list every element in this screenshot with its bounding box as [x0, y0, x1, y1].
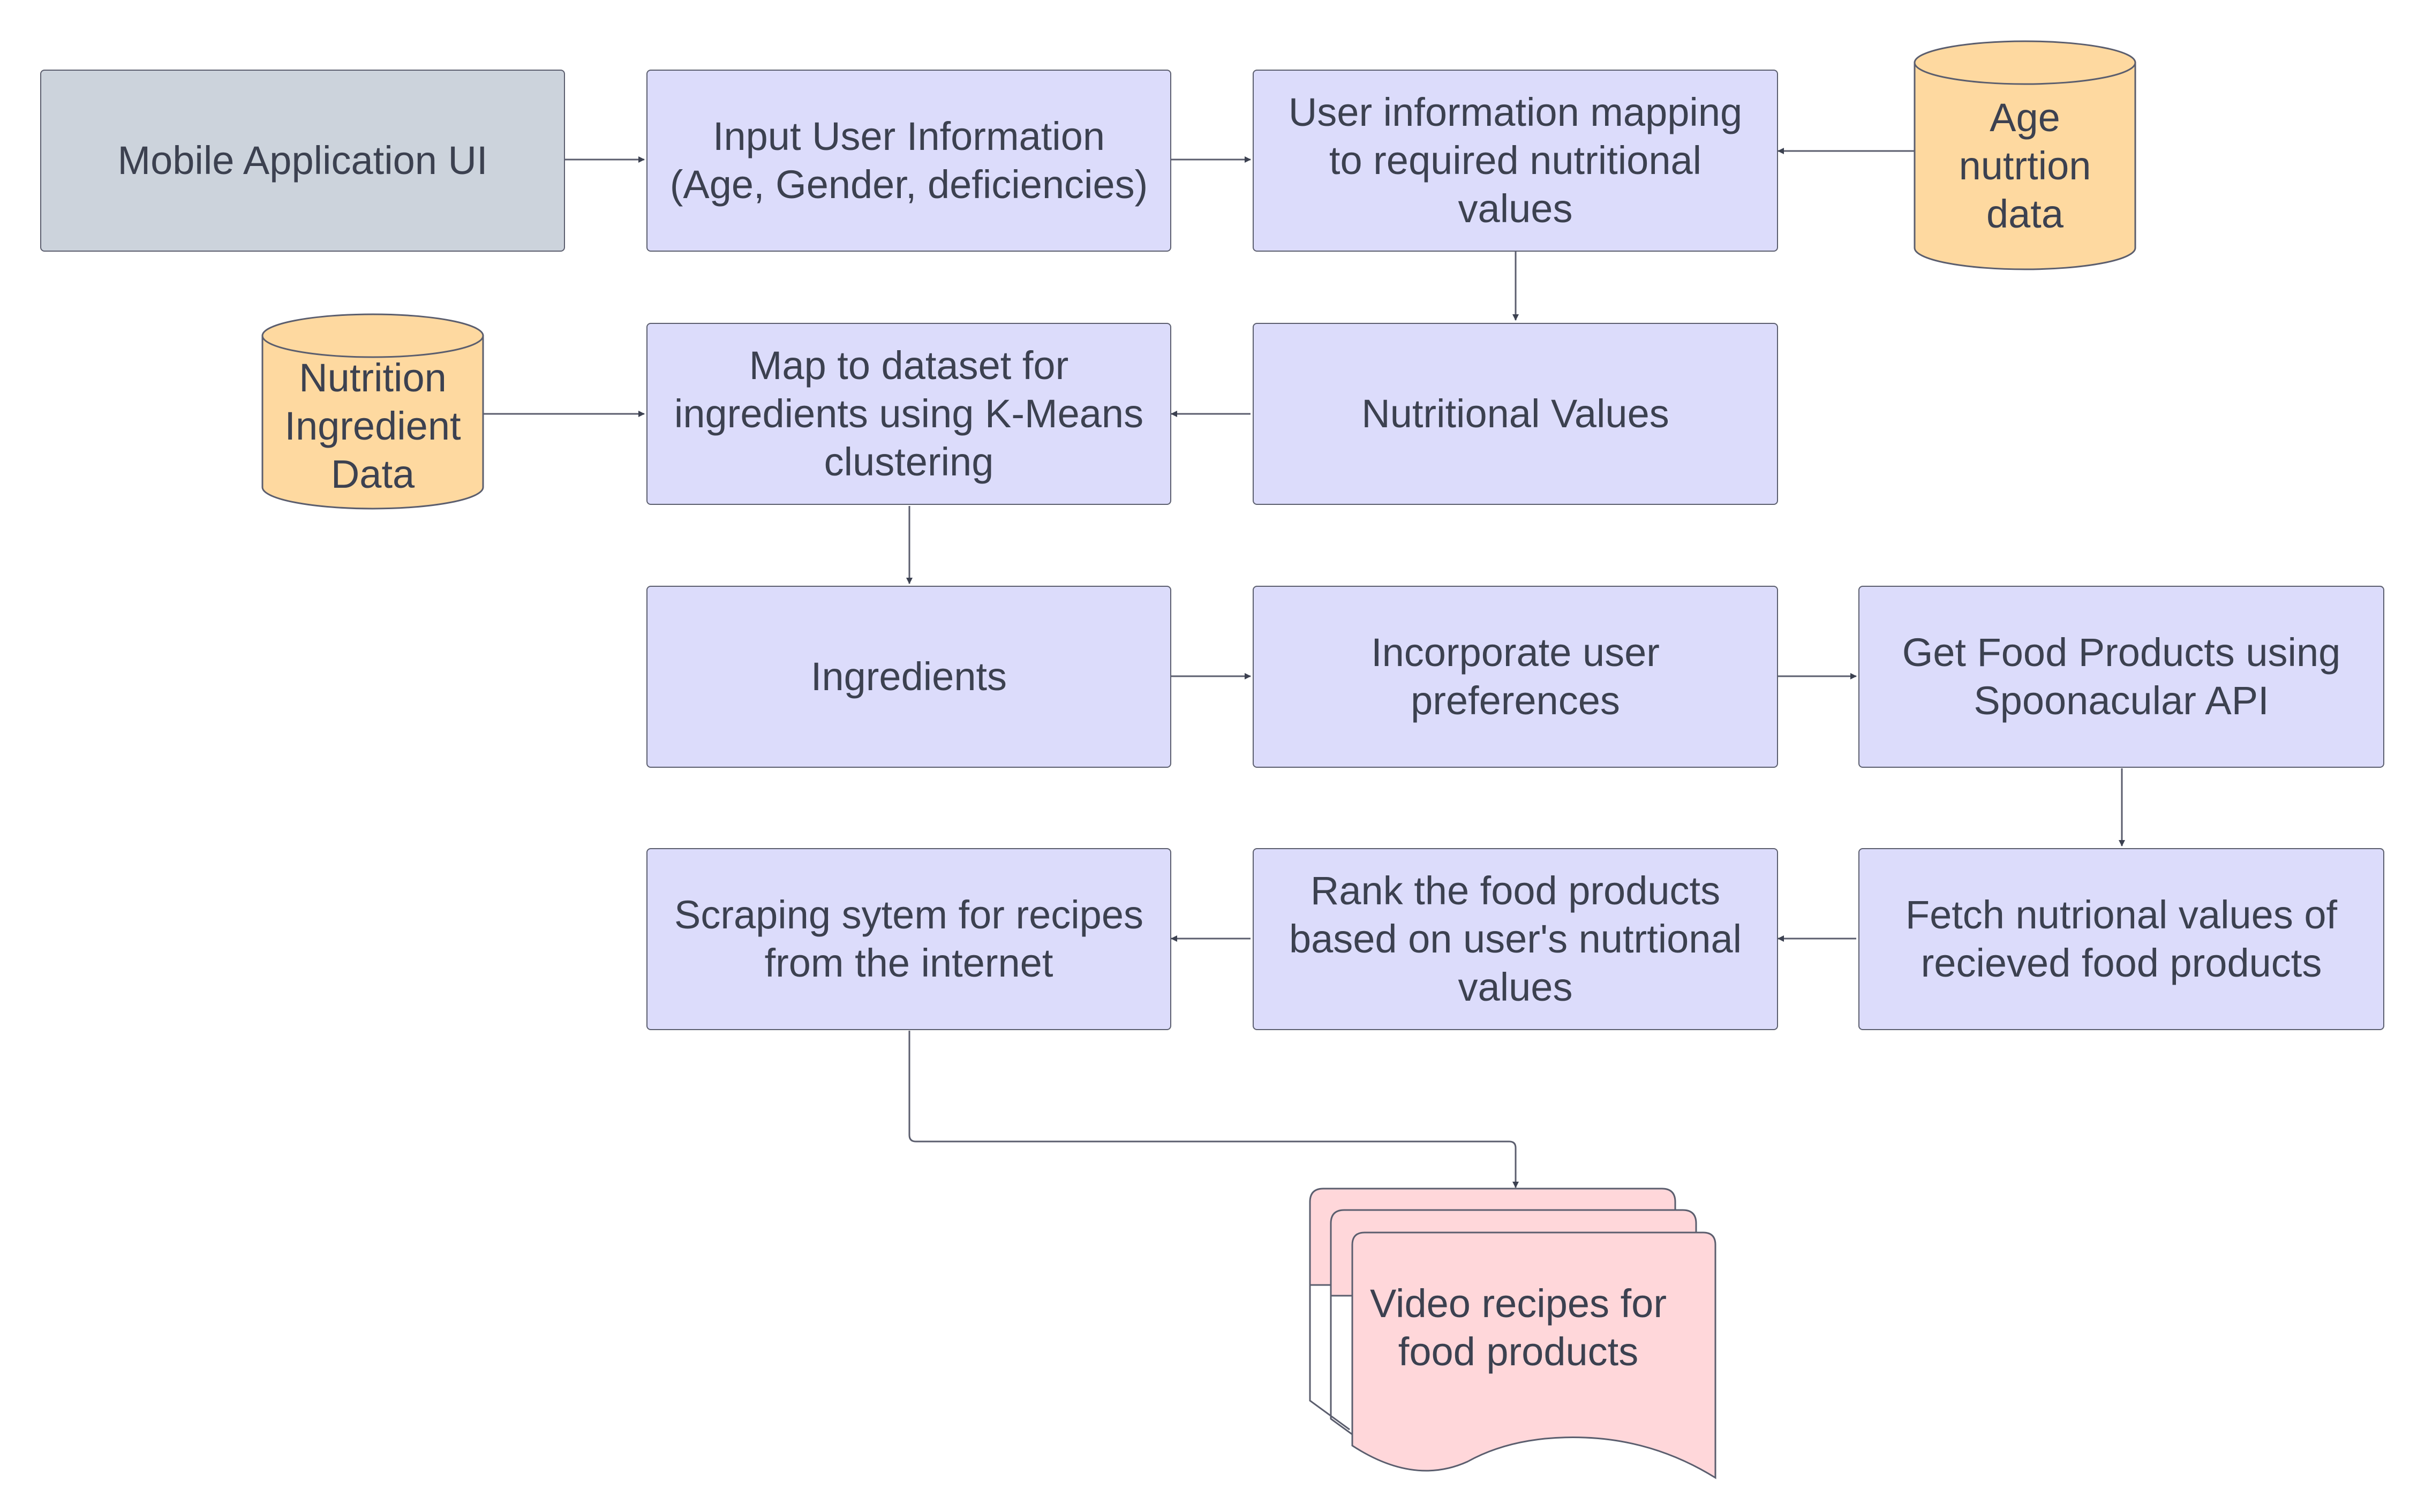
- map-to-dataset-node[interactable]: Map to dataset for ingredients using K-M…: [646, 323, 1171, 505]
- mobile-application-ui-node[interactable]: Mobile Application UI: [40, 70, 565, 252]
- nutrition-ingredient-data-label: Nutrition Ingredient Data: [284, 356, 461, 496]
- fetch-nutritional-values-node[interactable]: Fetch nutrional values of recieved food …: [1858, 848, 2384, 1030]
- scraping-system-node[interactable]: Scraping sytem for recipes from the inte…: [646, 848, 1171, 1030]
- arrow-scraping-to-video-recipes: [908, 1031, 1519, 1188]
- incorporate-user-preferences-node[interactable]: Incorporate user preferences: [1253, 586, 1778, 768]
- get-food-products-label: Get Food Products using Spoonacular API: [1902, 630, 2341, 723]
- video-recipes-document-stack[interactable]: [1309, 1188, 1716, 1479]
- input-user-information-node[interactable]: Input User Information (Age, Gender, def…: [646, 70, 1171, 252]
- ingredients-label: Ingredients: [810, 654, 1007, 699]
- nutrition-ingredient-datastore[interactable]: [261, 313, 484, 510]
- video-recipes-label: Video recipes for food products: [1370, 1281, 1667, 1374]
- input-user-information-label: Input User Information (Age, Gender, def…: [669, 114, 1148, 207]
- fetch-nutritional-values-label: Fetch nutrional values of recieved food …: [1905, 893, 2338, 985]
- nutritional-values-node[interactable]: Nutritional Values: [1253, 323, 1778, 505]
- ingredients-node[interactable]: Ingredients: [646, 586, 1171, 768]
- get-food-products-node[interactable]: Get Food Products using Spoonacular API: [1858, 586, 2384, 768]
- map-to-dataset-label: Map to dataset for ingredients using K-M…: [674, 343, 1144, 484]
- nutritional-values-label: Nutritional Values: [1361, 391, 1669, 436]
- rank-food-products-node[interactable]: Rank the food products based on user's n…: [1253, 848, 1778, 1030]
- user-information-mapping-node[interactable]: User information mapping to required nut…: [1253, 70, 1778, 252]
- age-nutrition-data-label: Age nutrtion data: [1959, 95, 2091, 236]
- rank-food-products-label: Rank the food products based on user's n…: [1289, 868, 1742, 1009]
- incorporate-user-preferences-label: Incorporate user preferences: [1371, 630, 1660, 723]
- user-information-mapping-label: User information mapping to required nut…: [1288, 90, 1743, 231]
- mobile-application-ui-label: Mobile Application UI: [117, 138, 488, 183]
- age-nutrition-datastore[interactable]: [1914, 40, 2136, 270]
- scraping-system-label: Scraping sytem for recipes from the inte…: [674, 893, 1143, 985]
